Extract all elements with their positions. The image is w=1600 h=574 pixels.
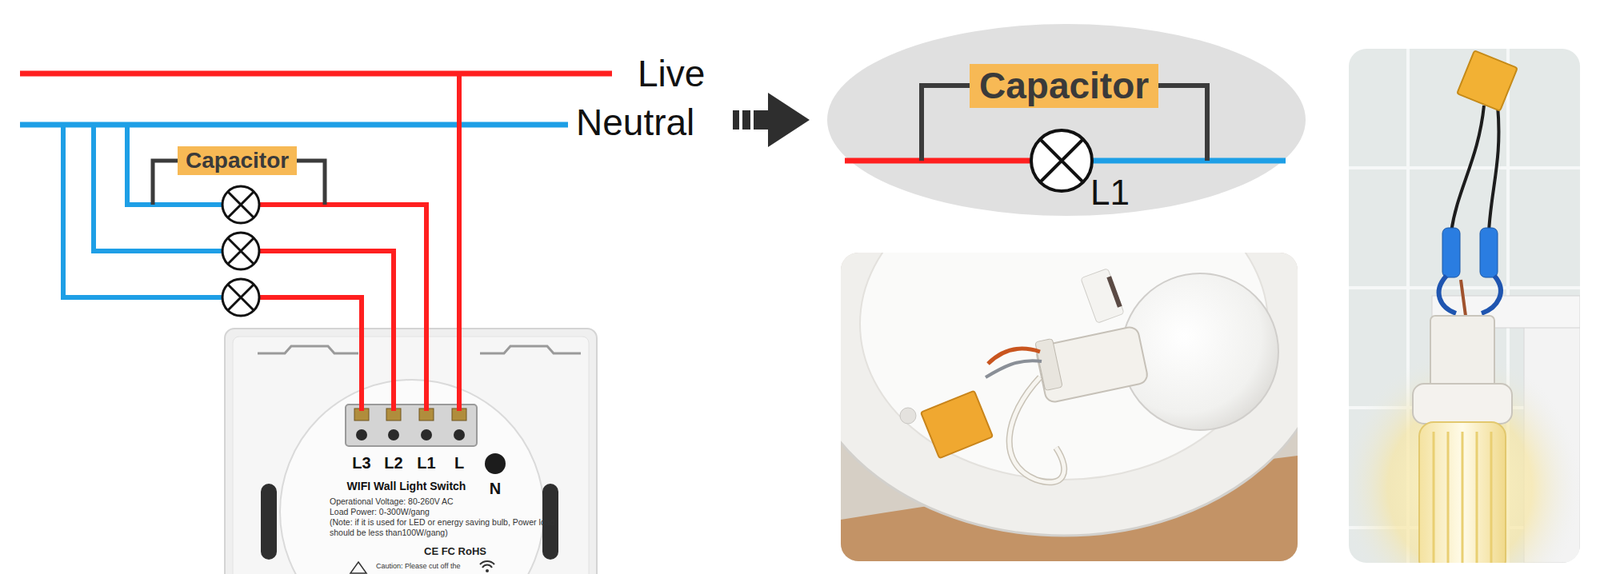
text-slot: Operational Voltage: 80-260V AC: [329, 496, 562, 508]
lamp-symbol: [222, 186, 260, 316]
capacitor-box: Capacitor: [969, 64, 1159, 108]
text-slot: Caution: Please cut off the: [376, 563, 488, 572]
cert-marks: CE FC RoHS: [424, 546, 512, 559]
spec-text: Load Power: 0-300W/gang: [329, 507, 562, 518]
text-slot: L: [443, 454, 476, 473]
text-slot: Live: [637, 52, 766, 96]
caution-text: Caution: Please cut off the: [376, 563, 488, 572]
line-label: Neutral: [576, 101, 720, 144]
wifi-switch: L3L2L1LN WIFI Wall Light SwitchOperationa…: [224, 328, 597, 574]
capacitor-label: Capacitor: [185, 148, 289, 174]
capacitor-box: Capacitor: [177, 146, 297, 176]
switch-panel: [224, 328, 597, 574]
text-slot: N: [487, 480, 504, 499]
text-slot: L2: [377, 454, 410, 473]
text-slot: L3: [345, 454, 378, 473]
text-slot: (Note: if it is used for LED or energy s…: [329, 517, 558, 539]
terminal-label: L2: [377, 454, 410, 473]
text-slot: Load Power: 0-300W/gang: [329, 507, 562, 518]
terminal-label: L: [443, 454, 476, 473]
product-name: WIFI Wall Light Switch: [334, 480, 479, 494]
spec-note: (Note: if it is used for LED or energy s…: [329, 517, 558, 539]
spec-text: Operational Voltage: 80-260V AC: [329, 496, 562, 508]
line-label: Live: [637, 52, 766, 96]
text-slot: WIFI Wall Light Switch: [334, 480, 479, 494]
ellipse-shape: [827, 24, 1306, 216]
text-slot: L1: [410, 454, 443, 473]
terminal-label: L3: [345, 454, 378, 473]
corn-bulb-photo: [1348, 48, 1580, 564]
text-slot: L1: [1090, 172, 1155, 214]
arrow-symbol: [732, 92, 810, 148]
wiring: [20, 71, 612, 412]
terminal-label: N: [487, 480, 504, 499]
text-slot: CE FC RoHS: [424, 546, 512, 559]
capacitor-label: Capacitor: [979, 64, 1149, 108]
text-slot: Neutral: [576, 101, 720, 144]
ceiling-lamp-photo: [840, 252, 1298, 562]
lamp-label: L1: [1090, 172, 1155, 214]
terminal-label: L1: [410, 454, 443, 473]
